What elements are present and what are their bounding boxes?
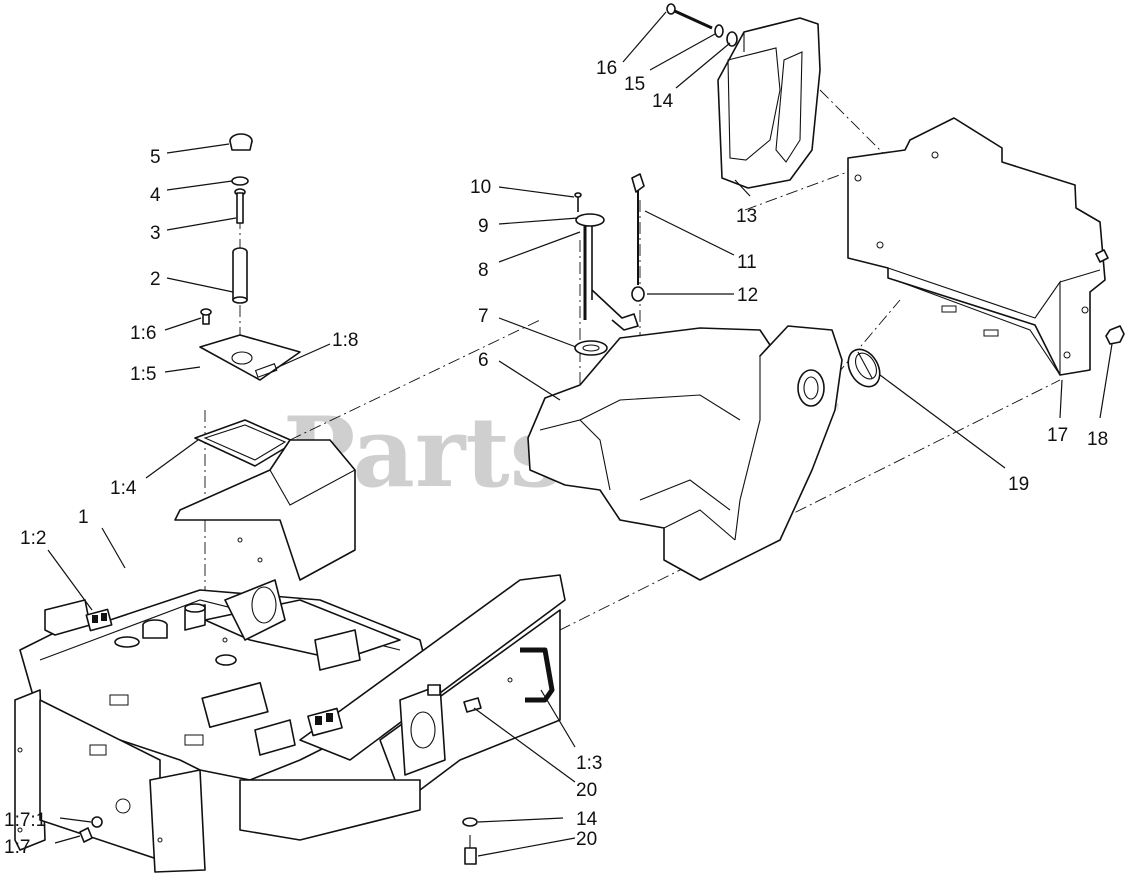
callout-18: 18: [1087, 429, 1108, 450]
sender-plate-9: [575, 213, 605, 227]
fuel-tank-6: [527, 325, 843, 581]
bracket-17: [847, 117, 1106, 376]
washer-15: [714, 24, 724, 38]
callout-1-5: 1:5: [130, 364, 156, 385]
callout-1-7: 1:7: [4, 837, 30, 858]
nut-18: [1095, 249, 1125, 345]
callout-14-top: 14: [652, 91, 674, 112]
callout-1: 1: [78, 507, 89, 528]
callout-17: 17: [1047, 425, 1068, 446]
callout-14-lower: 14: [576, 809, 598, 830]
bolt-20-lower: [464, 847, 477, 865]
callout-8: 8: [478, 260, 489, 281]
frame-1: [14, 439, 566, 873]
callout-13: 13: [736, 206, 757, 227]
washer-1-7-1: [91, 816, 103, 828]
callout-5: 5: [150, 147, 161, 168]
callout-19: 19: [1008, 474, 1029, 495]
callout-2: 2: [150, 269, 161, 290]
filler-neck-assembly: [194, 133, 301, 467]
callout-6: 6: [478, 350, 489, 371]
lower-hardware: [79, 816, 478, 865]
callout-11: 11: [737, 252, 757, 273]
tube-3: [236, 192, 244, 224]
washer-14: [726, 31, 738, 47]
callout-10: 10: [470, 177, 491, 198]
callout-4: 4: [150, 185, 161, 206]
fuel-cap-19: [847, 348, 881, 388]
callout-20-lower: 20: [576, 829, 597, 850]
callout-9: 9: [478, 216, 489, 237]
callout-1-4: 1:4: [110, 478, 137, 499]
callout-7: 7: [478, 306, 489, 327]
plate-1-5: [199, 334, 301, 381]
washer-14-lower: [462, 817, 478, 827]
grommet-12: [631, 286, 645, 302]
gasket-7: [574, 340, 608, 356]
callout-12: 12: [737, 285, 758, 306]
callout-15: 15: [624, 74, 645, 95]
tank-shield-13: [717, 17, 821, 189]
callout-20-upper: 20: [576, 780, 597, 801]
callout-16: 16: [596, 58, 617, 79]
o-ring-4: [231, 176, 249, 186]
callout-labels: 16 15 14 5 4 3 2 1:6 1:8 1:5 1:4 1 1:2 1…: [4, 58, 1108, 858]
leader-lines: [47, 11, 1113, 857]
plug-1-7: [79, 827, 93, 843]
bolt-16: [666, 3, 738, 47]
callout-1-6: 1:6: [130, 323, 156, 344]
callout-1-7-1: 1:7:1: [4, 810, 46, 831]
callout-1-8: 1:8: [332, 330, 358, 351]
callout-1-3: 1:3: [576, 753, 602, 774]
decal-1-8b: [307, 707, 343, 737]
callout-1-2: 1:2: [20, 528, 46, 549]
callout-3: 3: [150, 223, 161, 244]
sender-assembly: [574, 173, 645, 356]
hose-2: [232, 252, 248, 301]
